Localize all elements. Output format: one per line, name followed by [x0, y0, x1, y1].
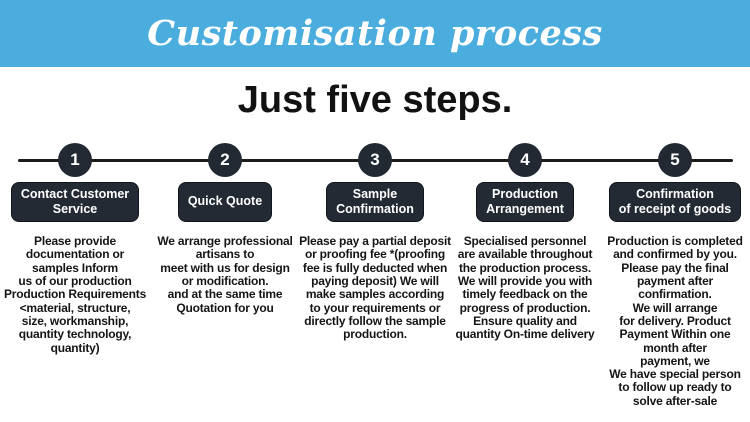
step-3-label-box: Sample Confirmation [326, 182, 424, 222]
step-1-circle-cell: 1 [0, 145, 150, 175]
step-5-circle-cell: 5 [600, 145, 750, 175]
step-5-description: Production is completed and confirmed by… [607, 234, 743, 408]
step-1-label-box: Contact Customer Service [10, 182, 140, 222]
step-4-description: Specialised personnel are available thro… [455, 234, 595, 342]
banner-title: Customisation process [147, 13, 603, 54]
step-4-circle-cell: 4 [450, 145, 600, 175]
step-1-number-badge: 1 [60, 145, 90, 175]
step-3-circle-cell: 3 [300, 145, 450, 175]
step-2-number-badge: 2 [210, 145, 240, 175]
timeline: 1 2 3 4 5 [0, 145, 750, 175]
step-2-description: We arrange professional artisans to meet… [157, 234, 293, 315]
step-3-number-badge: 3 [360, 145, 390, 175]
banner: Customisation process [0, 0, 750, 67]
step-4-number-badge: 4 [510, 145, 540, 175]
subtitle: Just five steps. [237, 79, 513, 121]
step-2-circle-cell: 2 [150, 145, 300, 175]
step-5-label-box: Confirmation of receipt of goods [608, 182, 742, 222]
step-3-description: Please pay a partial deposit or proofing… [299, 234, 451, 342]
step-2-label-box: Quick Quote [177, 182, 273, 222]
step-5-number-badge: 5 [660, 145, 690, 175]
step-description-row: Please provide documentation or samples … [0, 234, 750, 408]
step-label-row: Contact Customer Service Quick Quote Sam… [0, 182, 750, 222]
step-1-description: Please provide documentation or samples … [3, 234, 147, 355]
step-4-label-box: Production Arrangement [476, 182, 574, 222]
